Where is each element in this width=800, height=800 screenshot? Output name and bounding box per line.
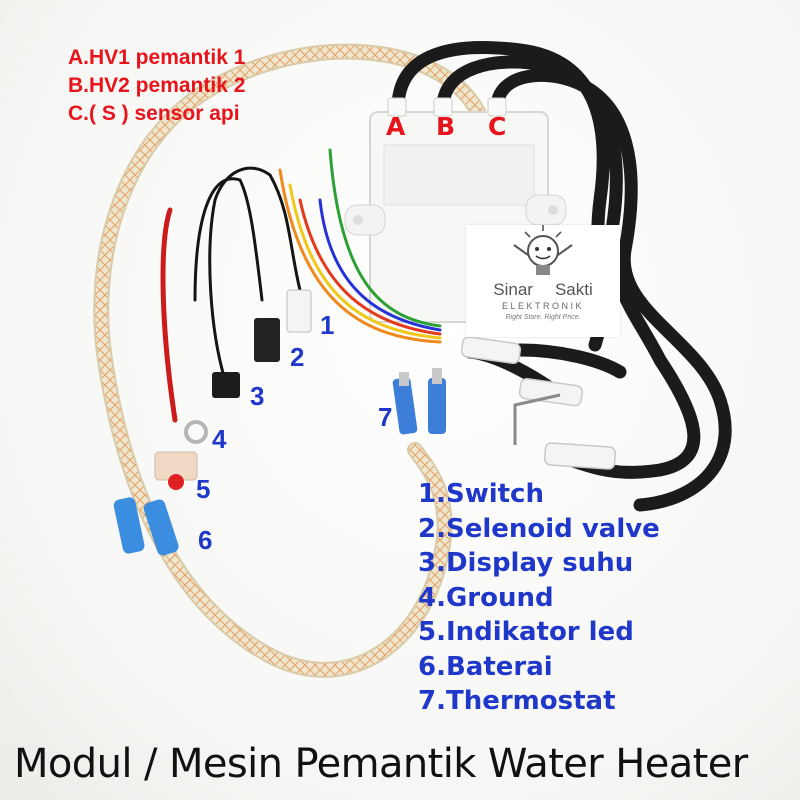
legend-item-thermostat: 7.Thermostat [418, 686, 616, 716]
connector-number-6: 6 [198, 525, 213, 555]
cable-end-connectors [460, 336, 617, 470]
connector-legend: 1.Switch 2.Selenoid valve 3.Display suhu… [418, 477, 660, 719]
connector-number-2: 2 [290, 342, 305, 372]
output-label-b: B [436, 112, 456, 141]
logo-subtitle: ELEKTRONIK [501, 301, 584, 311]
legend-item-ground: 4.Ground [418, 582, 554, 613]
legend-item-display: 3.Display suhu [418, 548, 634, 578]
logo-tagline: Right Store. Right Price. [505, 314, 581, 321]
output-label-a: A [386, 112, 406, 141]
legend-top-a: A.HV1 pemantik 1 [68, 46, 246, 69]
small-connectors [113, 289, 446, 556]
legend-top-c: C.( S ) sensor api [68, 102, 240, 125]
connector-number-7: 7 [378, 402, 393, 432]
bulb-mascot-icon [513, 225, 573, 275]
output-legend: A.HV1 pemantik 1 B.HV2 pemantik 2 C.( S … [68, 44, 245, 128]
signal-wires [160, 148, 442, 423]
module-box [344, 97, 567, 323]
legend-item-solenoid-valve: 2.Selenoid valve [418, 513, 660, 544]
product-caption: Modul / Mesin Pemantik Water Heater [14, 741, 748, 787]
connector-number-5: 5 [196, 474, 211, 504]
connector-number-3: 3 [250, 381, 265, 411]
legend-item-battery: 6.Baterai [418, 651, 553, 682]
legend-item-led: 5.Indikator led [418, 617, 634, 647]
legend-top-b: B.HV2 pemantik 2 [68, 74, 246, 97]
connector-number-4: 4 [212, 424, 227, 454]
output-label-c: C [488, 112, 507, 141]
legend-item-switch: 1.Switch [418, 479, 544, 509]
sensor-rod [513, 393, 561, 445]
connector-number-1: 1 [320, 310, 335, 340]
